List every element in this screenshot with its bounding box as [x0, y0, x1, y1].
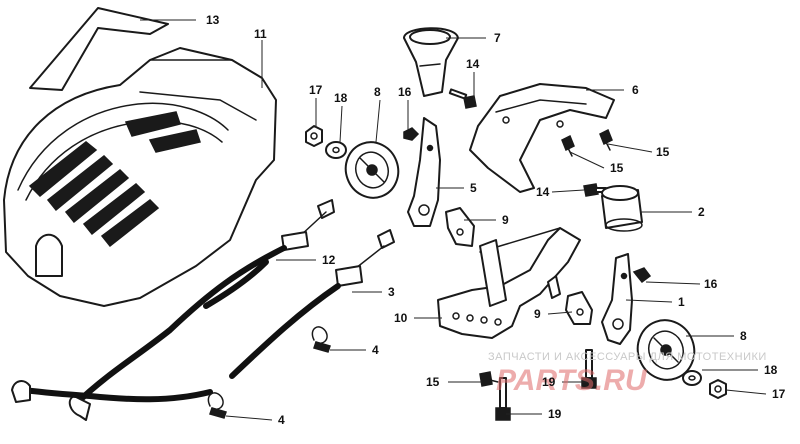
- callout-2: 2: [698, 205, 705, 219]
- callout-9: 9: [502, 213, 509, 227]
- cover-vents: [28, 111, 201, 248]
- washer-part: [325, 141, 347, 159]
- callout-5: 5: [470, 181, 477, 195]
- decal-sheet-part: [29, 7, 169, 91]
- callout-16: 16: [398, 85, 412, 99]
- callout-8: 8: [374, 85, 381, 99]
- callout-1: 1: [678, 295, 685, 309]
- callout-14: 14: [536, 185, 550, 199]
- callout-labels: 13 11 7 14 17 18 8 16 6 15 15 5 14 2 9 1…: [206, 13, 786, 427]
- callout-15: 15: [610, 161, 624, 175]
- callout-16: 16: [704, 277, 718, 291]
- screw-part: [599, 128, 613, 151]
- callout-18: 18: [334, 91, 348, 105]
- callout-18: 18: [764, 363, 778, 377]
- small-nut-part: [632, 267, 652, 284]
- callout-19: 19: [542, 375, 556, 389]
- small-nut-part: [403, 127, 420, 141]
- callout-17: 17: [772, 387, 786, 401]
- callout-15: 15: [656, 145, 670, 159]
- callout-4: 4: [278, 413, 285, 427]
- throttle-cable-part: [68, 199, 335, 421]
- bolt-part: [581, 349, 597, 389]
- callout-17: 17: [309, 83, 323, 97]
- choke-cable-part: [11, 229, 395, 403]
- callout-12: 12: [322, 253, 336, 267]
- bolt-part: [448, 88, 477, 109]
- washer-part: [682, 370, 702, 386]
- bushing-part: [601, 185, 643, 232]
- nut-part: [709, 379, 727, 399]
- bracket-clip-part: [445, 207, 475, 247]
- cable-clip-part: [311, 326, 331, 353]
- callout-11: 11: [254, 27, 267, 41]
- cable-guide-housing-part: [469, 83, 615, 193]
- callout-10: 10: [394, 311, 408, 325]
- callout-9: 9: [534, 307, 541, 321]
- mounting-bracket-part: [437, 227, 581, 339]
- callout-7: 7: [494, 31, 501, 45]
- bolt-part: [495, 377, 511, 421]
- pulley-disc-part: [344, 141, 400, 199]
- pulley-disc-part: [636, 319, 696, 381]
- bracket-clip-part: [565, 291, 593, 325]
- callout-4: 4: [372, 343, 379, 357]
- callout-8: 8: [740, 329, 747, 343]
- callout-13: 13: [206, 13, 220, 27]
- control-grip-part: [403, 27, 459, 97]
- watermark: ЗАПЧАСТИ И АКСЕССУАРЫ ДЛЯ МОТОТЕХНИКИ PA…: [488, 351, 767, 397]
- callout-14: 14: [466, 57, 480, 71]
- watermark-text: ЗАПЧАСТИ И АКСЕССУАРЫ ДЛЯ МОТОТЕХНИКИ: [488, 351, 767, 363]
- callout-3: 3: [388, 285, 395, 299]
- lever-plate-part: [407, 117, 441, 227]
- callout-15: 15: [426, 375, 440, 389]
- engine-cover-part: [3, 47, 277, 307]
- leader-lines: [140, 19, 767, 421]
- cable-clip-part: [207, 392, 227, 419]
- nut-part: [305, 125, 323, 147]
- callout-6: 6: [632, 83, 639, 97]
- callout-19: 19: [548, 407, 562, 421]
- watermark-logo: PARTS.RU: [496, 364, 648, 397]
- lever-part: [601, 253, 633, 345]
